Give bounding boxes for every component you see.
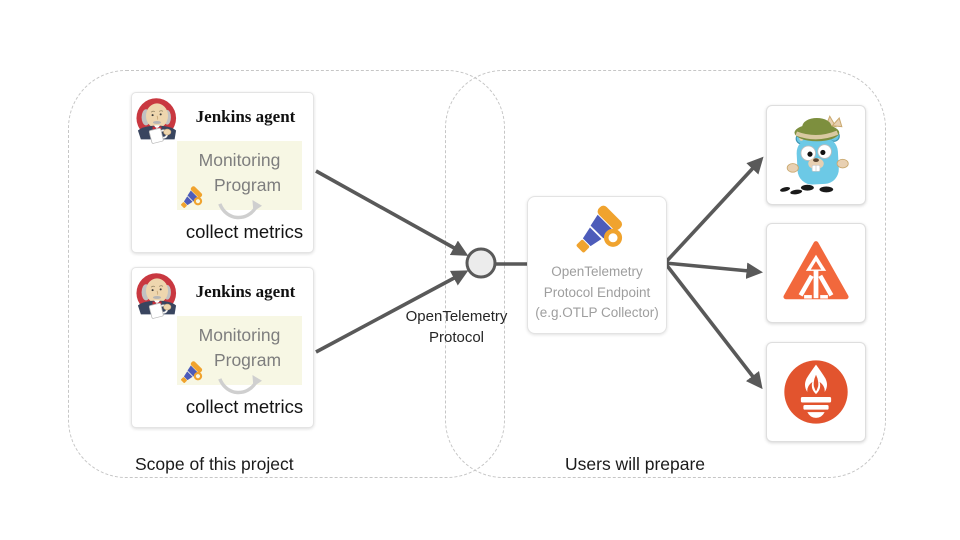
endpoint-label-line1: OpenTelemetry [551, 264, 643, 279]
monitoring-line2: Program [213, 175, 282, 195]
arrow-agent2-to-junction [315, 270, 469, 354]
scope-group-label: Scope of this project [135, 454, 294, 474]
loop-arrow-icon [218, 375, 262, 395]
arrow-endpoint-to-backend2 [664, 261, 764, 280]
endpoint-label-line3: (e.g.OTLP Collector) [535, 305, 659, 320]
otel-telescope-icon [576, 205, 623, 253]
loop-arrow-icon [218, 200, 262, 220]
monitoring-program-box: Monitoring Program [177, 141, 302, 210]
jenkins-agent-card-1: Jenkins agent Monitoring Program collect… [131, 92, 314, 253]
endpoint-label-line2: Protocol Endpoint [543, 284, 651, 300]
monitoring-program-box: Monitoring Program [177, 316, 302, 385]
agent-title: Jenkins agent [195, 282, 296, 301]
protocol-label: OpenTelemetry Protocol [394, 306, 519, 348]
protocol-label-line2: Protocol [428, 329, 485, 346]
monitoring-line1: Monitoring [198, 325, 281, 345]
arrow-endpoint-to-backend3 [663, 261, 763, 390]
otlp-endpoint-card: OpenTelemetry Protocol Endpoint (e.g.OTL… [527, 196, 667, 334]
otel-telescope-icon [181, 186, 203, 208]
arrow-endpoint-to-backend1 [663, 156, 764, 265]
scope-group-boundary [68, 70, 505, 478]
jaeger-gopher-icon [780, 115, 849, 195]
backend-card-prometheus [766, 342, 866, 442]
endpoint-label: OpenTelemetry Protocol Endpoint (e.g.OTL… [528, 262, 666, 324]
junction-node [465, 247, 497, 279]
otel-telescope-icon [181, 361, 203, 383]
jenkins-butler-icon [136, 273, 177, 319]
monitoring-line2: Program [213, 350, 282, 370]
agent-caption: collect metrics [185, 396, 304, 417]
agent-caption: collect metrics [185, 221, 304, 242]
agent-title: Jenkins agent [195, 107, 296, 126]
jenkins-butler-icon [136, 98, 177, 144]
zipkin-pyramid-arrow-icon [783, 241, 849, 300]
prometheus-torch-icon [784, 360, 848, 424]
arrow-agent1-to-junction [315, 169, 469, 256]
jenkins-agent-card-2: Jenkins agent Monitoring Program collect… [131, 267, 314, 428]
users-group-label: Users will prepare [565, 454, 706, 474]
monitoring-line1: Monitoring [198, 150, 281, 170]
backend-card-jaeger [766, 105, 866, 205]
protocol-label-line1: OpenTelemetry [405, 308, 508, 325]
users-group-boundary [445, 70, 886, 478]
backend-card-zipkin [766, 223, 866, 323]
